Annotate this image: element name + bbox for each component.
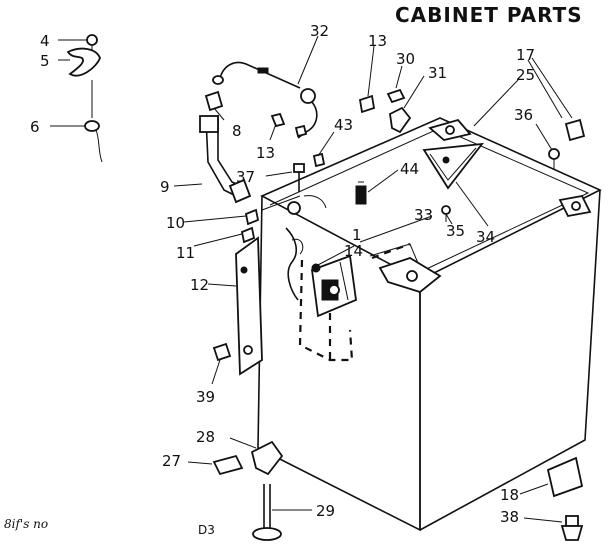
callout-11: 11: [176, 244, 195, 262]
wire-harness: [285, 227, 299, 301]
screw-part-11: [240, 226, 256, 244]
screw-part-43-a: [294, 124, 308, 138]
callout-1: 1: [352, 226, 362, 244]
callout-43: 43: [334, 116, 353, 134]
side-panel-part-12: [235, 236, 263, 376]
callout-35: 35: [446, 222, 465, 240]
callout-labels: 4 5 6 8 9 10 11 12 13 13 14 1 17 18 25 2…: [30, 22, 535, 526]
cabinet-body: [257, 117, 602, 532]
diagram-title: CABINET PARTS: [395, 3, 583, 27]
screw-part-36: [548, 148, 560, 170]
callout-33: 33: [414, 206, 433, 224]
screw-part-10: [244, 208, 260, 226]
diagram-code: D3: [198, 523, 215, 537]
callout-39: 39: [196, 388, 215, 406]
callout-5: 5: [40, 52, 50, 70]
screw-part-43: [312, 152, 326, 168]
ring-part-6: [84, 80, 103, 163]
callout-44: 44: [400, 160, 419, 178]
clamp-part-5: [66, 47, 101, 77]
handwritten-note: 8if's no: [4, 517, 48, 531]
callout-34: 34: [476, 228, 495, 246]
callout-17: 17: [516, 46, 535, 64]
callout-4: 4: [40, 32, 50, 50]
fitting-part-8: [204, 90, 224, 112]
callout-31: 31: [428, 64, 447, 82]
bracket-part-28: [250, 440, 284, 476]
callout-25: 25: [516, 66, 535, 84]
screw-part-4: [86, 34, 98, 53]
bolt-part-37: [293, 163, 305, 192]
tub-support-spider: [422, 142, 484, 190]
callout-28: 28: [196, 428, 215, 446]
callout-13-lower: 13: [256, 144, 275, 162]
cord-part-32: [212, 61, 318, 139]
hidden-outline-top: [371, 242, 411, 260]
part-17: [564, 118, 586, 142]
callout-12: 12: [190, 276, 209, 294]
callout-13-upper: 13: [368, 32, 387, 50]
lid-switch: [355, 185, 367, 205]
bracket-part-18: [546, 456, 584, 498]
callout-8: 8: [232, 122, 242, 140]
pad-part-27: [212, 454, 244, 476]
leveling-leg-part-29: [252, 484, 282, 541]
leader-lines: [50, 35, 573, 523]
callout-36: 36: [514, 106, 533, 124]
timer-assembly: [311, 254, 357, 318]
callout-30: 30: [396, 50, 415, 68]
callout-18: 18: [500, 486, 519, 504]
callout-37: 37: [236, 168, 255, 186]
callout-14: 14: [344, 242, 363, 260]
callout-29: 29: [316, 502, 335, 520]
part-31: [389, 106, 412, 134]
screw-part-13a: [270, 112, 286, 128]
callout-32: 32: [310, 22, 329, 40]
callout-9: 9: [160, 178, 170, 196]
screw-part-13b: [358, 94, 376, 114]
callout-6: 6: [30, 118, 40, 136]
leg-part-38: [560, 515, 584, 541]
screw-part-39: [212, 342, 232, 362]
callout-38: 38: [500, 508, 519, 526]
hose-part-9: [199, 114, 252, 204]
callout-27: 27: [162, 452, 181, 470]
hidden-outline: [298, 259, 354, 362]
callout-10: 10: [166, 214, 185, 232]
clip-part-30: [386, 88, 406, 104]
